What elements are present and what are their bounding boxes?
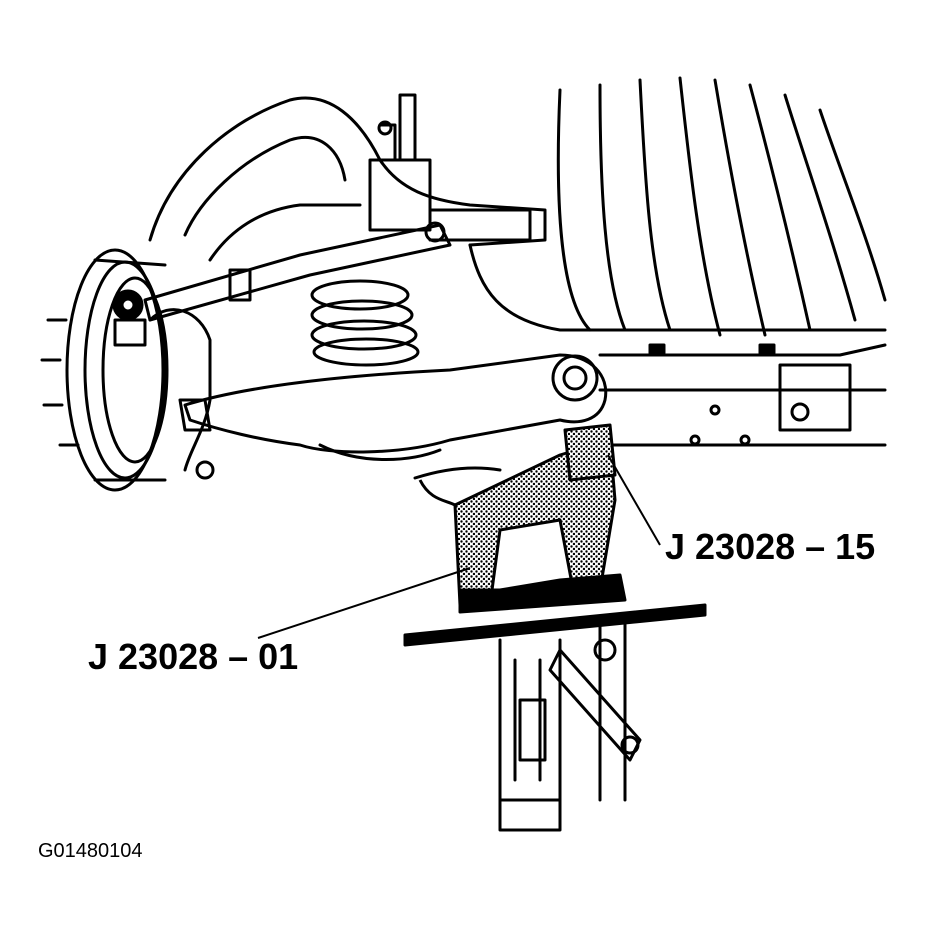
frame-rail	[598, 328, 887, 447]
lifting-tool-adapter	[418, 423, 627, 614]
tool-callout-j23028-01: J 23028 – 01	[88, 636, 299, 677]
coil-spring	[310, 279, 420, 367]
brake-drum	[40, 248, 215, 492]
figure-id: G01480104	[38, 840, 143, 862]
upper-control-arm	[143, 221, 452, 322]
steering-knuckle	[148, 308, 212, 472]
wheel-well-fender	[556, 76, 887, 337]
leader-lines	[257, 454, 661, 639]
tool-callout-j23028-15: J 23028 – 15	[665, 526, 876, 567]
lower-control-arm	[183, 353, 608, 480]
upper-body-contours	[148, 93, 607, 332]
jack-assembly	[403, 603, 707, 832]
